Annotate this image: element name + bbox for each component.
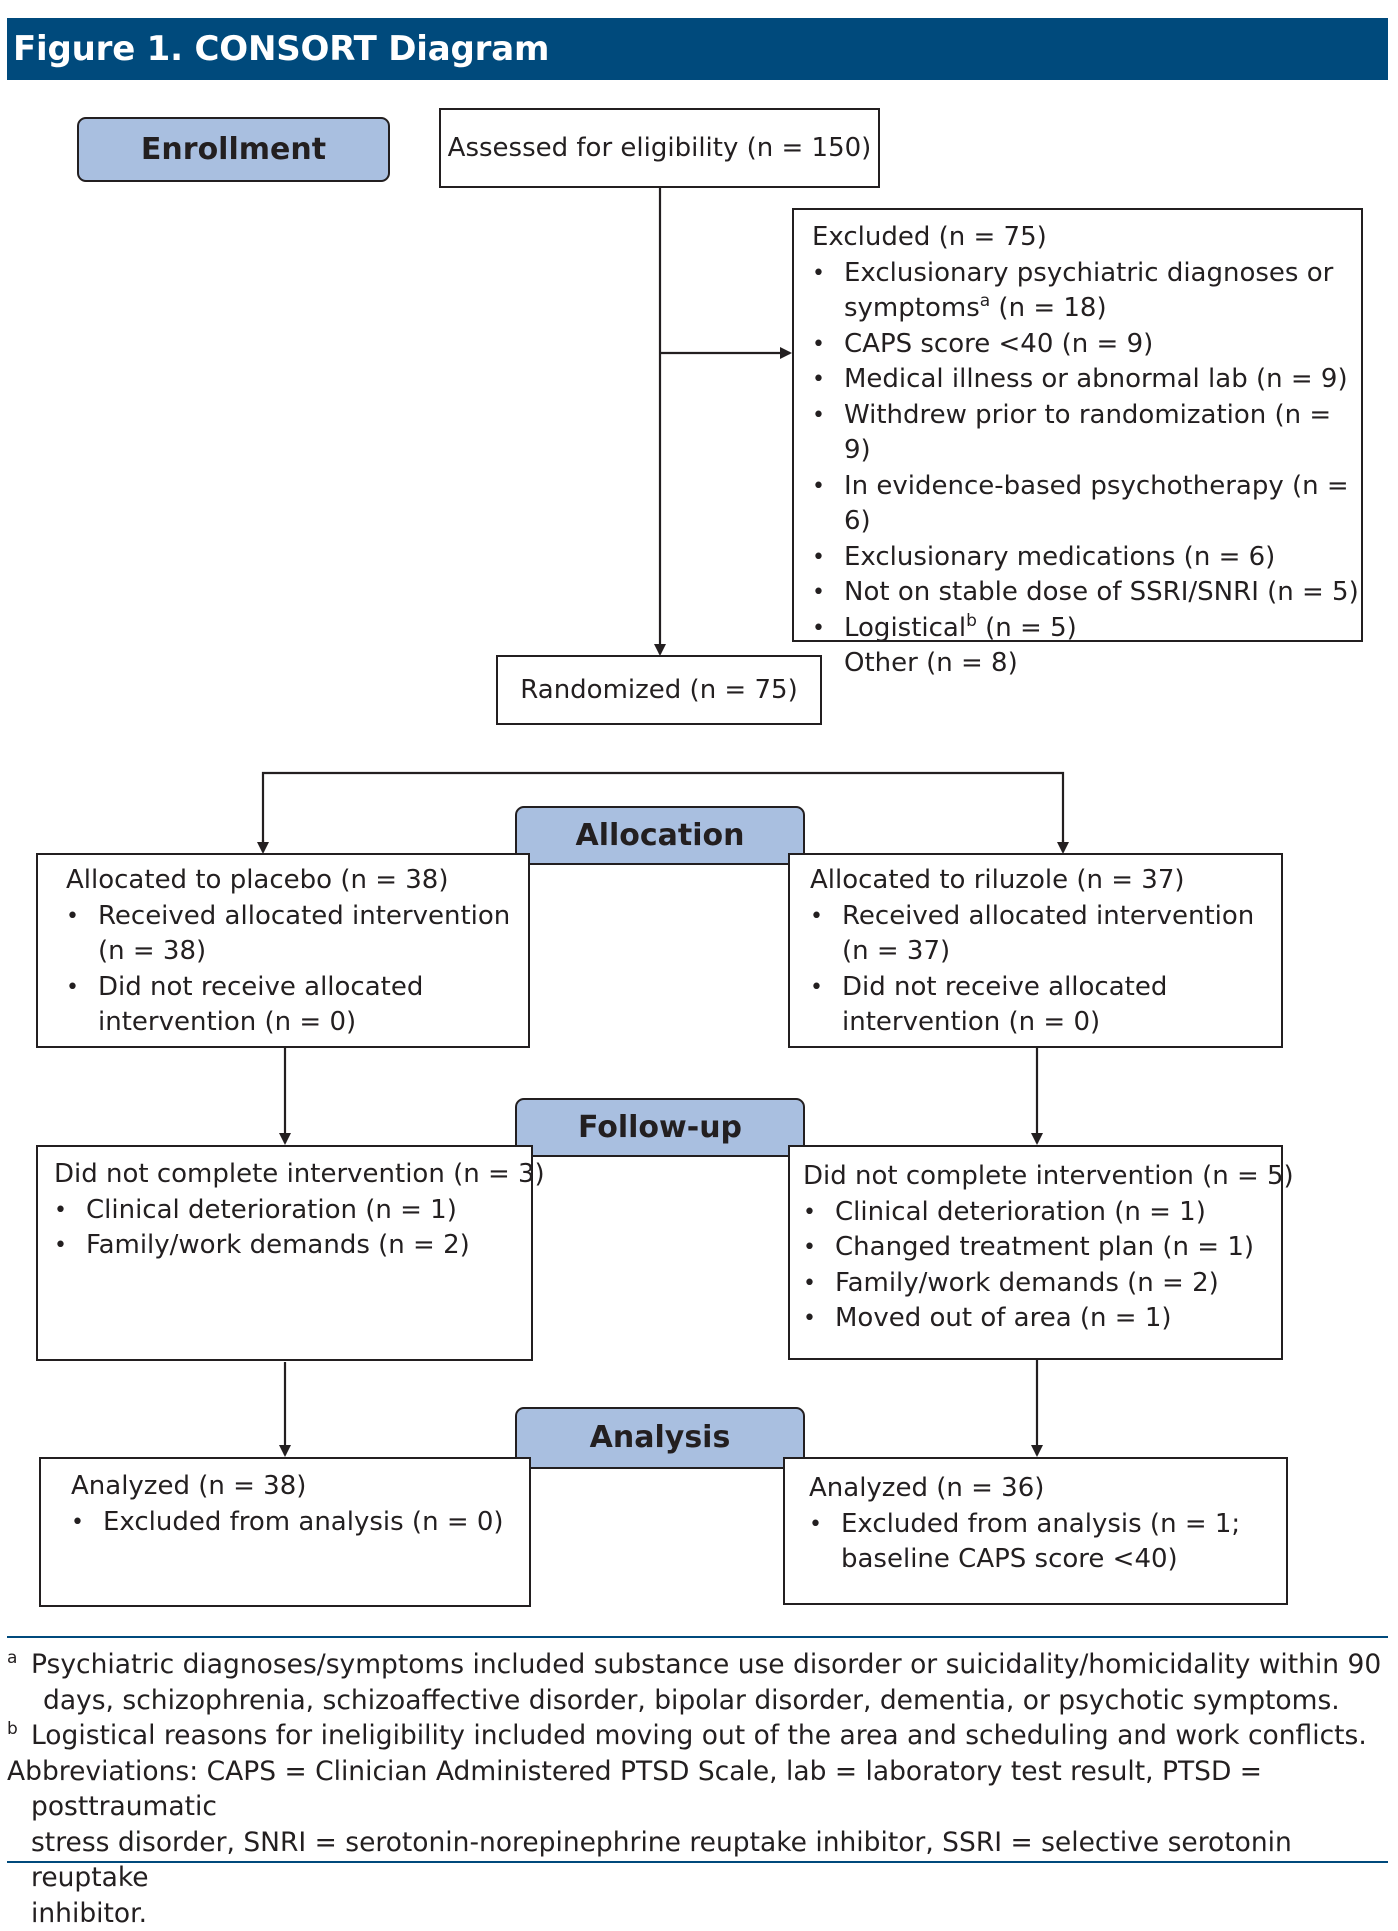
list-item: Withdrew prior to randomization (n = 9) bbox=[812, 398, 1361, 469]
list-item: Excluded from analysis (n = 0) bbox=[71, 1505, 529, 1541]
riluzole-allocation-title: Allocated to riluzole (n = 37) bbox=[810, 863, 1281, 899]
placebo-allocation-title: Allocated to placebo (n = 38) bbox=[66, 863, 528, 899]
list-item: In evidence-based psychotherapy (n = 6) bbox=[812, 469, 1361, 540]
placebo-allocation-box: Allocated to placebo (n = 38) Received a… bbox=[36, 853, 530, 1048]
footnotes: a Psychiatric diagnoses/symptoms include… bbox=[7, 1647, 1392, 1931]
list-item: Family/work demands (n = 2) bbox=[54, 1228, 531, 1264]
footnote-bottom-rule bbox=[7, 1861, 1388, 1863]
placebo-followup-box: Did not complete intervention (n = 3) Cl… bbox=[36, 1145, 533, 1361]
list-item: Logisticalb (n = 5) bbox=[812, 611, 1361, 647]
list-item: Medical illness or abnormal lab (n = 9) bbox=[812, 362, 1361, 398]
list-item: Received allocated intervention(n = 38) bbox=[66, 899, 528, 970]
stage-analysis: Analysis bbox=[515, 1407, 805, 1469]
list-item: Not on stable dose of SSRI/SNRI (n = 5) bbox=[812, 575, 1361, 611]
riluzole-followup-title: Did not complete intervention (n = 5) bbox=[803, 1159, 1281, 1195]
placebo-followup-title: Did not complete intervention (n = 3) bbox=[54, 1157, 531, 1193]
list-item: Clinical deterioration (n = 1) bbox=[54, 1193, 531, 1229]
riluzole-allocation-box: Allocated to riluzole (n = 37) Received … bbox=[788, 853, 1283, 1048]
randomized-box: Randomized (n = 75) bbox=[496, 655, 822, 725]
list-item: Exclusionary medications (n = 6) bbox=[812, 540, 1361, 576]
placebo-analysis-box: Analyzed (n = 38) Excluded from analysis… bbox=[39, 1457, 531, 1607]
randomized-text: Randomized (n = 75) bbox=[520, 675, 797, 705]
list-item: Clinical deterioration (n = 1) bbox=[803, 1195, 1281, 1231]
assessed-text: Assessed for eligibility (n = 150) bbox=[448, 133, 872, 163]
footnote-top-rule bbox=[7, 1636, 1388, 1638]
riluzole-followup-box: Did not complete intervention (n = 5) Cl… bbox=[788, 1145, 1283, 1360]
footnote-b-marker: b bbox=[7, 1712, 18, 1748]
stage-followup: Follow-up bbox=[515, 1098, 805, 1157]
riluzole-analysis-title: Analyzed (n = 36) bbox=[809, 1471, 1286, 1507]
list-item: Family/work demands (n = 2) bbox=[803, 1266, 1281, 1302]
excluded-box: Excluded (n = 75) Exclusionary psychiatr… bbox=[792, 208, 1363, 642]
placebo-analysis-title: Analyzed (n = 38) bbox=[71, 1469, 529, 1505]
list-item: Other (n = 8) bbox=[812, 646, 1361, 682]
excluded-list: Exclusionary psychiatric diagnoses or sy… bbox=[812, 256, 1361, 682]
list-item: Received allocated intervention(n = 37) bbox=[810, 899, 1281, 970]
list-item: Exclusionary psychiatric diagnoses or sy… bbox=[812, 256, 1361, 327]
placebo-allocation-list: Received allocated intervention(n = 38) … bbox=[66, 899, 528, 1041]
list-item: Excluded from analysis (n = 1;baseline C… bbox=[809, 1507, 1286, 1578]
footnote-a-marker: a bbox=[7, 1641, 17, 1677]
list-item: Moved out of area (n = 1) bbox=[803, 1301, 1281, 1337]
footnote-a: a Psychiatric diagnoses/symptoms include… bbox=[7, 1647, 1392, 1718]
placebo-followup-list: Clinical deterioration (n = 1) Family/wo… bbox=[54, 1193, 531, 1264]
list-item: CAPS score <40 (n = 9) bbox=[812, 327, 1361, 363]
riluzole-analysis-list: Excluded from analysis (n = 1;baseline C… bbox=[809, 1507, 1286, 1578]
placebo-analysis-list: Excluded from analysis (n = 0) bbox=[71, 1505, 529, 1541]
riluzole-followup-list: Clinical deterioration (n = 1) Changed t… bbox=[803, 1195, 1281, 1337]
stage-enrollment: Enrollment bbox=[77, 117, 390, 182]
assessed-box: Assessed for eligibility (n = 150) bbox=[439, 108, 880, 188]
riluzole-analysis-box: Analyzed (n = 36) Excluded from analysis… bbox=[783, 1457, 1288, 1605]
riluzole-allocation-list: Received allocated intervention(n = 37) … bbox=[810, 899, 1281, 1041]
list-item: Changed treatment plan (n = 1) bbox=[803, 1230, 1281, 1266]
footnote-abbreviations: Abbreviations: CAPS = Clinician Administ… bbox=[7, 1754, 1392, 1931]
excluded-title: Excluded (n = 75) bbox=[812, 220, 1361, 256]
footnote-b: b Logistical reasons for ineligibility i… bbox=[7, 1718, 1392, 1754]
stage-allocation: Allocation bbox=[515, 806, 805, 865]
